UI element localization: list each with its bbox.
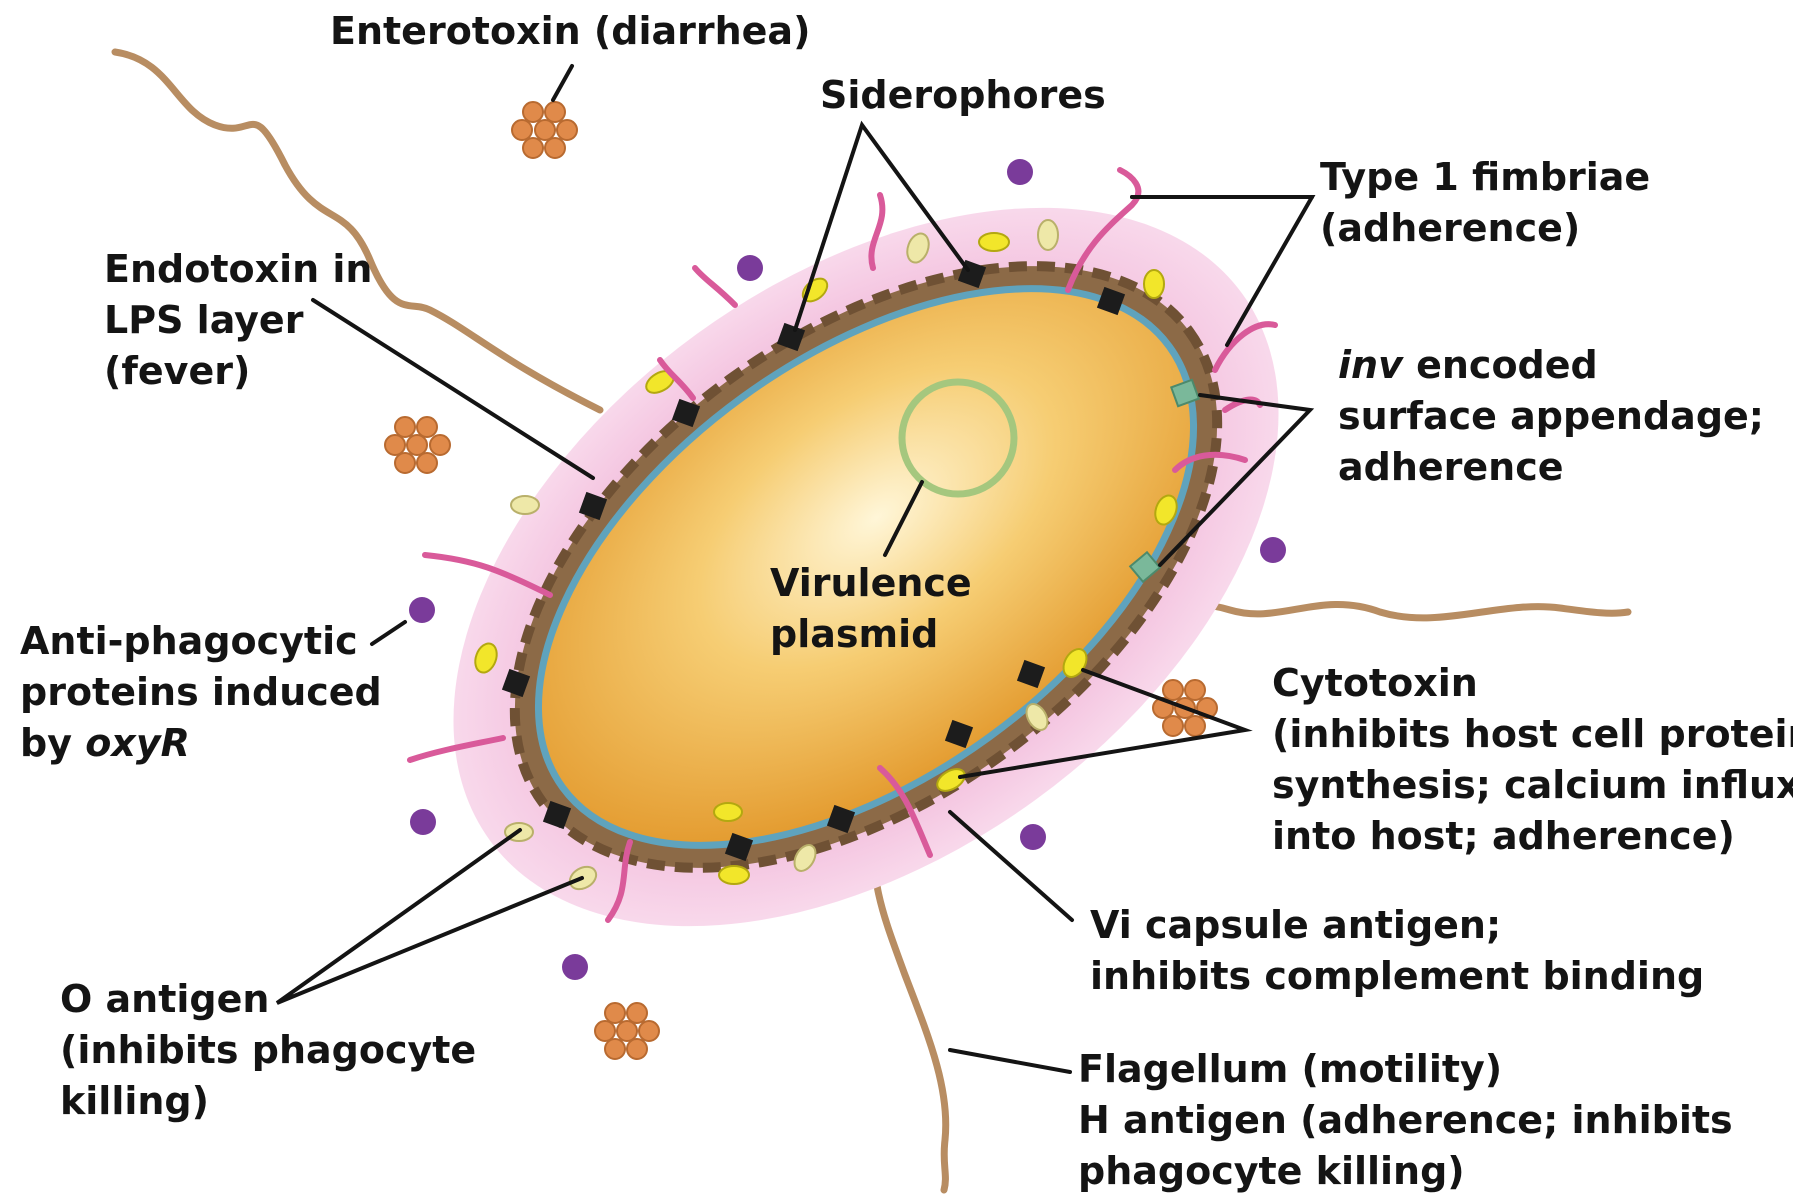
label-type1-fimbriae: Type 1 fimbriae (adherence) bbox=[1320, 152, 1650, 254]
label-siderophores: Siderophores bbox=[820, 70, 1106, 121]
label-endotoxin: Endotoxin in LPS layer (fever) bbox=[104, 244, 373, 397]
label-flagellum: Flagellum (motility) H antigen (adherenc… bbox=[1078, 1044, 1733, 1194]
label-antiphagocytic: Anti-phagocytic proteins induced by oxyR bbox=[20, 616, 382, 769]
label-vi-capsule: Vi capsule antigen; inhibits complement … bbox=[1090, 900, 1704, 1002]
leader-enterotoxin bbox=[553, 66, 572, 100]
inv-gene-name: inv bbox=[1338, 343, 1403, 387]
toxin-cluster-bottom bbox=[595, 1003, 659, 1059]
label-cytotoxin: Cytotoxin (inhibits host cell protein sy… bbox=[1272, 658, 1793, 862]
toxin-cluster-top bbox=[512, 102, 577, 158]
label-virulence-plasmid: Virulence plasmid bbox=[770, 558, 972, 660]
leader-flagellum bbox=[950, 1050, 1070, 1072]
leader-vi-capsule bbox=[950, 812, 1072, 920]
oxyr-gene-name: oxyR bbox=[85, 721, 190, 765]
toxin-cluster-left bbox=[385, 417, 450, 473]
label-o-antigen: O antigen (inhibits phagocyte killing) bbox=[60, 974, 476, 1127]
label-inv-appendage: inv encoded surface appendage; adherence bbox=[1338, 340, 1764, 493]
label-enterotoxin: Enterotoxin (diarrhea) bbox=[330, 6, 810, 57]
